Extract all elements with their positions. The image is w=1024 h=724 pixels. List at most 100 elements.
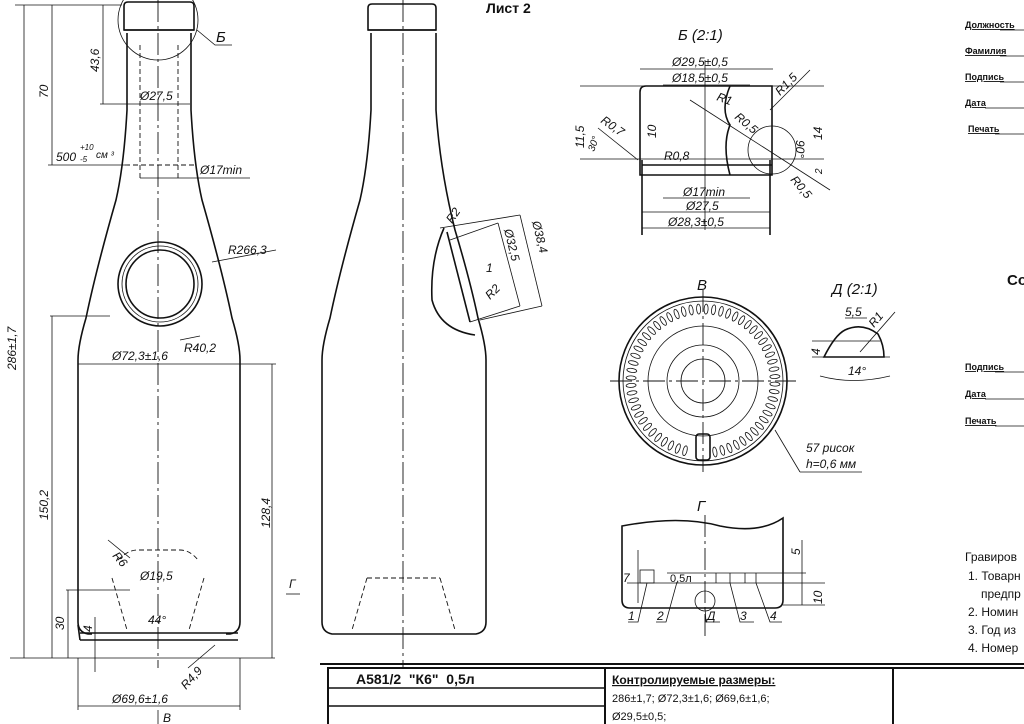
detail-d-dim: 4: [809, 348, 823, 355]
knurl-notch: [744, 432, 753, 441]
dim-70: 70: [37, 84, 51, 98]
knurl-notch: [750, 427, 759, 436]
detail-b-dim: Ø29,5±0,5: [671, 55, 728, 69]
knurl-notch: [637, 338, 647, 346]
view-v-title: В: [697, 277, 707, 294]
approval-label: Дата: [965, 98, 987, 108]
approval-panel: Должность Фамилия Подпись Дата Печать Со…: [965, 20, 1024, 655]
detail-d-dim: R1: [866, 309, 887, 330]
knurl-notch: [643, 422, 652, 431]
knurl-notches: [625, 303, 781, 458]
dim-body-r: R40,2: [184, 341, 216, 355]
knurl-notch: [633, 345, 644, 353]
detail-b-dim: R0,7: [598, 113, 628, 140]
knurl-notch: [653, 321, 662, 330]
detail-d-title: Д (2:1): [830, 281, 878, 298]
knurl-notch: [630, 404, 642, 411]
side-dim-d38: Ø38,4: [529, 218, 551, 254]
approval-label: Дата: [965, 389, 987, 399]
dim-150-2: 150,2: [37, 490, 51, 520]
knurl-notch: [659, 316, 667, 326]
knurl-notch: [667, 440, 675, 451]
dim-volume: 500: [56, 150, 76, 164]
engraving-item: 3. Год из: [968, 623, 1016, 637]
controlled-dims-line-1: 286±1,7; Ø72,3±1,6; Ø69,6±1,6;: [612, 693, 770, 705]
knurl-notch: [630, 352, 641, 359]
dim-body-d: Ø72,3±1,6: [111, 349, 168, 363]
knurl-notch: [749, 325, 758, 334]
detail-b-dim: 10: [645, 124, 659, 138]
side-dim-r2-top: R2: [443, 205, 463, 226]
knurl-notch: [759, 416, 769, 424]
dim-volume-tol-plus: +10: [80, 143, 94, 152]
detail-b-dim: Ø27,5: [685, 199, 719, 213]
engraving-item: предпр: [981, 587, 1021, 601]
dim-128-4: 128,4: [259, 498, 273, 528]
knurl-notch: [754, 331, 763, 340]
knurl-notch: [660, 437, 668, 447]
approval-label: Печать: [968, 124, 1000, 134]
knurl-notch: [673, 308, 680, 320]
engraving-item: 2. Номин: [968, 605, 1018, 619]
knurl-notch: [647, 326, 656, 335]
dim-push-r: R6: [110, 549, 131, 570]
bottle-front-view: Б 286±1,7 70 43,6 500 +10 -5 см ³ Ø27,5 …: [5, 0, 300, 724]
knurl-notch: [768, 389, 780, 395]
knurl-notch: [711, 304, 717, 316]
knurl-notch: [654, 432, 663, 442]
knurl-notch: [718, 306, 724, 317]
sheet-title: Лист 2: [486, 0, 531, 16]
knurl-notch: [767, 396, 778, 402]
approval-label: Должность: [965, 20, 1015, 30]
knurl-notch: [648, 428, 657, 437]
knurl-notch: [743, 320, 752, 330]
knurl-notch: [625, 375, 637, 381]
view-v-base: В 57 рисок h=0,6 мм: [610, 277, 862, 473]
approval-label: Печать: [965, 416, 997, 426]
view-g: Г 0,5л 5 10 7 1 2 Д 3 4: [621, 498, 825, 640]
detail-d-dim: 14°: [848, 364, 866, 378]
knurl-notch: [767, 358, 778, 365]
knurl-notch: [634, 410, 645, 418]
view-g-dim: 7: [623, 571, 631, 585]
approval-label: Подпись: [965, 72, 1005, 82]
knurl-notch: [628, 360, 639, 366]
callout-number: 4: [770, 609, 777, 623]
knurl-notch: [666, 312, 674, 323]
controlled-dims-heading: Контролируемые размеры:: [612, 673, 775, 687]
knurl-notch: [628, 397, 639, 404]
engraving-item: 4. Номер: [968, 641, 1019, 655]
knurl-notch: [719, 445, 726, 456]
knurl-notch: [769, 374, 781, 380]
detail-b-title: Б (2:1): [678, 27, 723, 44]
dim-volume-unit: см ³: [96, 150, 115, 161]
dim-volume-tol-minus: -5: [80, 155, 88, 164]
detail-d: Д (2:1) 5,5 R1 4 14°: [809, 281, 896, 381]
view-g-arrow-label: Г: [289, 577, 297, 591]
detail-b-dim: Ø17min: [682, 185, 725, 199]
dim-30: 30: [53, 616, 67, 630]
detail-b: Б (2:1) Ø29,5±0,5 Ø18,5±0,5 R1 R1,5 R0,5…: [573, 27, 831, 235]
knurl-notch: [680, 306, 687, 317]
dim-base-r: R4,9: [178, 664, 206, 692]
dim-4: 4: [81, 625, 95, 632]
knurl-notch: [682, 445, 688, 456]
notch-note-depth: h=0,6 мм: [806, 457, 856, 471]
detail-d-dim: 5,5: [845, 305, 862, 319]
knurl-notch: [712, 446, 718, 458]
side-dim-1: 1: [486, 261, 493, 275]
callout-number: 1: [628, 609, 635, 623]
knurl-notch: [703, 303, 709, 315]
knurl-notch: [738, 315, 746, 325]
detail-b-dim: R0,8: [664, 149, 690, 163]
product-name: А581/2 "К6" 0,5л: [356, 671, 475, 687]
knurl-notch: [696, 303, 702, 315]
knurl-notch: [762, 409, 773, 417]
knurl-notch: [642, 332, 652, 341]
dim-neck-d: Ø27,5: [139, 89, 173, 103]
knurl-notch: [758, 337, 768, 345]
detail-b-dim: 11,5: [573, 125, 587, 148]
title-block: А581/2 "К6" 0,5л Контролируемые размеры:…: [320, 663, 1024, 724]
detail-b-dim: Ø28,3±0,5: [667, 215, 724, 229]
knurl-notch: [638, 417, 648, 425]
